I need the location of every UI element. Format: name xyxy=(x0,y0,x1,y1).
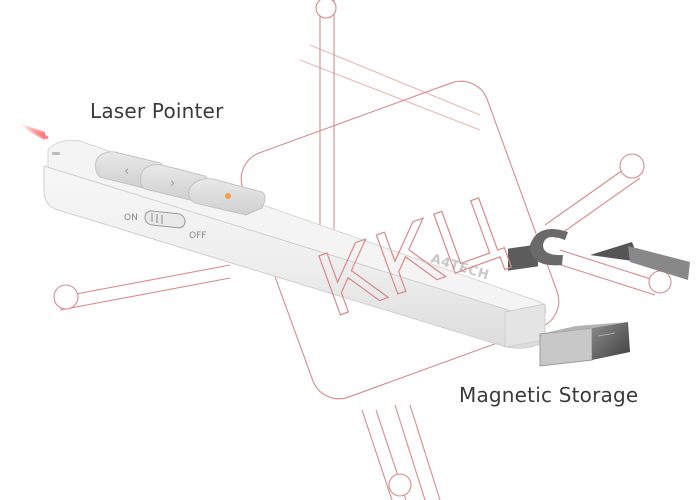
laser-indicator-icon xyxy=(225,193,231,199)
laser-pointer-label: Laser Pointer xyxy=(90,99,224,123)
switch-off-label: OFF xyxy=(189,231,206,241)
magnetic-storage-label: Magnetic Storage xyxy=(459,383,639,407)
prev-arrow-icon: ‹ xyxy=(124,164,129,179)
switch-on-label: ON xyxy=(124,213,138,223)
watermark-decoration xyxy=(53,0,672,500)
laser-button[interactable] xyxy=(188,178,266,216)
usb-receiver xyxy=(539,322,630,367)
insert-arrow-icon xyxy=(590,242,690,280)
laser-beam-line xyxy=(19,122,49,140)
magnet-icon xyxy=(530,228,568,266)
power-switch[interactable]: ON OFF xyxy=(124,210,206,241)
next-arrow-icon: › xyxy=(170,176,175,191)
